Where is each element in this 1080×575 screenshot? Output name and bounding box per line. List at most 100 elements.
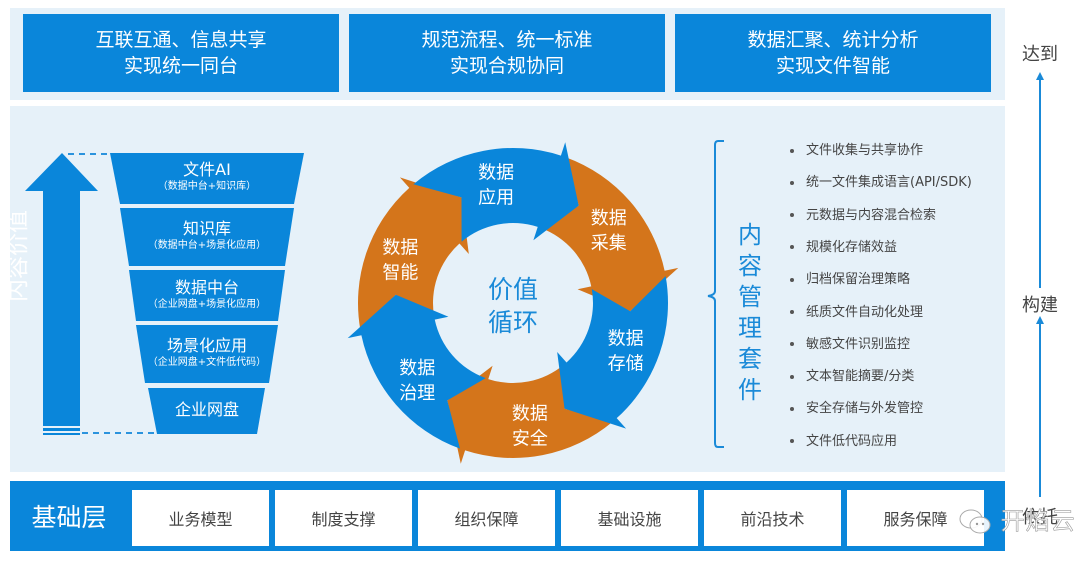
suite-title-char: 套 bbox=[738, 345, 762, 373]
cycle-arrow-segment bbox=[347, 294, 486, 449]
funnel-layer-data-platform: 数据中台 （企业网盘+场景化应用） bbox=[136, 278, 278, 312]
bullet-icon bbox=[790, 180, 794, 185]
funnel-shape bbox=[136, 325, 278, 383]
cycle-segment-label: 数据 bbox=[478, 163, 514, 184]
base-layer-title: 基础层 bbox=[31, 503, 107, 532]
funnel-subtitle: （企业网盘+文件低代码） bbox=[147, 357, 267, 368]
bullet-icon bbox=[790, 277, 794, 282]
suite-item: 文件低代码应用 bbox=[790, 430, 897, 449]
side-label-rely: 依托 bbox=[1022, 507, 1058, 528]
suite-item-text: 规模化存储效益 bbox=[806, 239, 898, 255]
suite-item: 敏感文件识别监控 bbox=[790, 333, 910, 352]
suite-title-text: 内容管理套件 bbox=[735, 220, 765, 406]
cycle-arrow-segment bbox=[447, 364, 613, 464]
goal-box-1: 互联互通、信息共享 实现统一同台 bbox=[23, 14, 339, 92]
funnel-title: 企业网盘 bbox=[174, 400, 239, 419]
funnel-shape bbox=[120, 208, 294, 266]
suite-item: 文本智能摘要/分类 bbox=[790, 365, 914, 384]
suite-item-text: 文件低代码应用 bbox=[806, 433, 898, 449]
suite-item: 元数据与内容混合检索 bbox=[790, 204, 936, 223]
funnel-subtitle: （数据中台+知识库） bbox=[157, 181, 257, 192]
goal-line: 实现文件智能 bbox=[775, 55, 890, 77]
goal-box-3: 数据汇聚、统计分析 实现文件智能 bbox=[675, 14, 991, 92]
arrow-up-icon bbox=[1036, 72, 1044, 80]
funnel-title: 场景化应用 bbox=[166, 336, 247, 355]
cycle-segment-label: 智能 bbox=[382, 262, 418, 283]
side-label-build: 构建 bbox=[1022, 295, 1058, 316]
base-layer: 基础层 业务模型 制度支撑 组织保障 基础设施 前沿技术 服务保障 bbox=[10, 481, 1005, 551]
cycle-segment-label: 安全 bbox=[512, 428, 548, 449]
bullet-icon bbox=[790, 342, 794, 347]
suite-item-text: 文件收集与共享协作 bbox=[806, 143, 924, 158]
bullet-icon bbox=[790, 310, 794, 314]
suite-item-text: 安全存储与外发管控 bbox=[806, 401, 924, 417]
base-item: 组织保障 bbox=[418, 490, 555, 546]
cycle-segment-label: 数据 bbox=[591, 208, 627, 229]
suite-item-text: 统一文件集成语言(API/SDK) bbox=[806, 175, 972, 191]
cycle-arrow-segment bbox=[413, 142, 579, 242]
goal-line: 互联互通、信息共享 bbox=[95, 29, 267, 51]
base-item: 基础设施 bbox=[561, 490, 698, 546]
suite-item-text: 元数据与内容混合检索 bbox=[806, 207, 937, 223]
goal-line: 规范流程、统一标准 bbox=[421, 29, 593, 51]
cycle-segment-label: 采集 bbox=[591, 233, 627, 254]
funnel-layer-scenario-apps: 场景化应用 （企业网盘+文件低代码） bbox=[140, 336, 274, 370]
funnel-title: 数据中台 bbox=[174, 278, 239, 297]
suite-title: 内容管理套件 bbox=[735, 220, 765, 406]
funnel-subtitle: （数据中台+场景化应用） bbox=[147, 240, 267, 251]
suite-title-char: 管 bbox=[738, 283, 762, 311]
side-label-achieve: 达到 bbox=[1022, 44, 1058, 65]
cycle-segment-label: 数据 bbox=[399, 358, 435, 379]
base-item: 制度支撑 bbox=[275, 490, 412, 546]
suite-brace-icon bbox=[707, 140, 724, 448]
goals-panel: 互联互通、信息共享 实现统一同台 规范流程、统一标准 实现合规协同 数据汇聚、统… bbox=[10, 8, 1005, 100]
funnel-shape bbox=[148, 388, 265, 434]
suite-title-char: 内 bbox=[738, 221, 762, 249]
cycle-center-label: 循环 bbox=[488, 308, 538, 337]
cycle-arrow-segment bbox=[358, 177, 469, 330]
funnel-shape bbox=[129, 270, 285, 321]
suite-item-text: 敏感文件识别监控 bbox=[806, 336, 911, 352]
goal-box-2: 规范流程、统一标准 实现合规协同 bbox=[349, 14, 665, 92]
bullet-icon bbox=[790, 439, 794, 444]
cycle-segment-label: 数据 bbox=[512, 403, 548, 424]
connector-line bbox=[1039, 322, 1041, 497]
goal-line: 数据汇聚、统计分析 bbox=[747, 29, 919, 51]
funnel-layer-knowledge-base: 知识库 （数据中台+场景化应用） bbox=[129, 219, 285, 253]
suite-title-char: 理 bbox=[738, 314, 762, 342]
funnel-subtitle: （企业网盘+场景化应用） bbox=[147, 299, 267, 310]
funnel-shape bbox=[110, 153, 304, 204]
suite-item: 文件收集与共享协作 bbox=[790, 139, 923, 158]
cycle-segment-label: 数据 bbox=[608, 329, 644, 350]
wechat-icon bbox=[959, 509, 991, 534]
value-arrow-icon bbox=[25, 153, 98, 426]
bullet-icon bbox=[790, 213, 794, 218]
funnel-layer-file-ai: 文件AI （数据中台+知识库） bbox=[120, 160, 294, 194]
suite-item-text: 纸质文件自动化处理 bbox=[806, 304, 924, 320]
connector-line bbox=[1039, 78, 1041, 288]
suite-title-char: 容 bbox=[738, 252, 762, 280]
cycle-segment-label: 数据 bbox=[382, 237, 418, 258]
base-item: 前沿技术 bbox=[704, 490, 841, 546]
suite-item: 规模化存储效益 bbox=[790, 236, 897, 255]
suite-item: 统一文件集成语言(API/SDK) bbox=[790, 171, 972, 190]
suite-item-text: 归档保留治理策略 bbox=[806, 272, 911, 288]
cycle-segment-label: 治理 bbox=[399, 383, 435, 404]
cycle-center-label: 价值 bbox=[488, 275, 538, 304]
cycle-arrow-segment bbox=[540, 157, 679, 312]
base-item: 业务模型 bbox=[132, 490, 269, 546]
arrow-up-icon bbox=[1036, 316, 1044, 324]
base-item: 服务保障 bbox=[847, 490, 984, 546]
funnel-layer-enterprise-drive: 企业网盘 bbox=[155, 400, 259, 420]
cycle-arrow-segment bbox=[557, 276, 668, 429]
suite-item: 归档保留治理策略 bbox=[790, 268, 910, 287]
goal-line: 实现合规协同 bbox=[449, 55, 564, 77]
arrow-base-stripe bbox=[43, 428, 80, 431]
suite-title-char: 件 bbox=[738, 376, 762, 404]
watermark: 开焰云 bbox=[958, 501, 1076, 536]
watermark-text: 开焰云 bbox=[1000, 507, 1076, 536]
cycle-segment-label: 应用 bbox=[478, 188, 514, 209]
suite-item: 纸质文件自动化处理 bbox=[790, 301, 923, 320]
cycle-segment-label: 存储 bbox=[608, 354, 644, 375]
